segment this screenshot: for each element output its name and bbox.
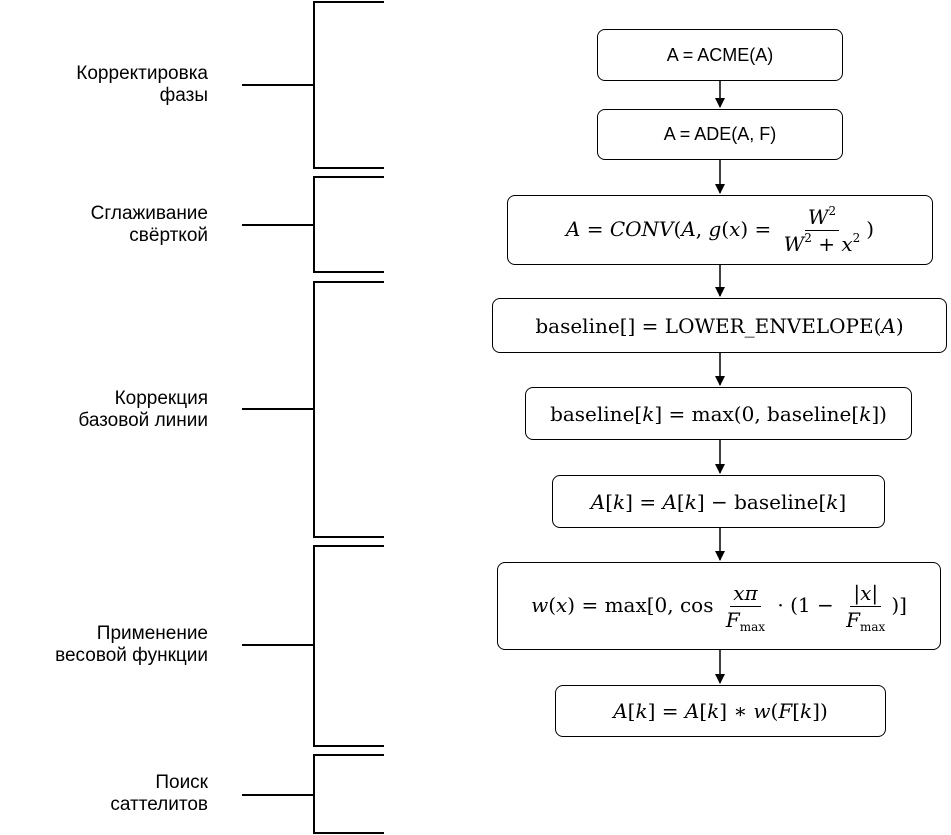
formula-baseline-subtract: A[k] = A[k] − baseline[k] — [590, 489, 847, 514]
step-lower-envelope: baseline[] = LOWER_ENVELOPE(A) — [492, 298, 947, 353]
formula-lower-envelope: baseline[] = LOWER_ENVELOPE(A) — [535, 313, 904, 338]
bracket-satellites — [313, 754, 384, 834]
bracket-smoothing — [313, 176, 384, 273]
step-baseline-clip: baseline[k] = max(0, baseline[k]) — [525, 387, 912, 440]
step-apply-weight: A[k] = A[k] ∗ w(F[k]) — [555, 685, 886, 737]
bracket-baseline — [313, 281, 384, 538]
step-ade: A = ADE(A, F) — [597, 109, 843, 160]
bracket-phase — [313, 1, 384, 169]
step-acme: A = ACME(A) — [597, 29, 843, 81]
formula-apply-weight: A[k] = A[k] ∗ w(F[k]) — [613, 699, 828, 723]
step-baseline-subtract: A[k] = A[k] − baseline[k] — [552, 475, 885, 528]
bracket-weight — [313, 545, 384, 747]
formula-baseline-clip: baseline[k] = max(0, baseline[k]) — [550, 401, 887, 426]
